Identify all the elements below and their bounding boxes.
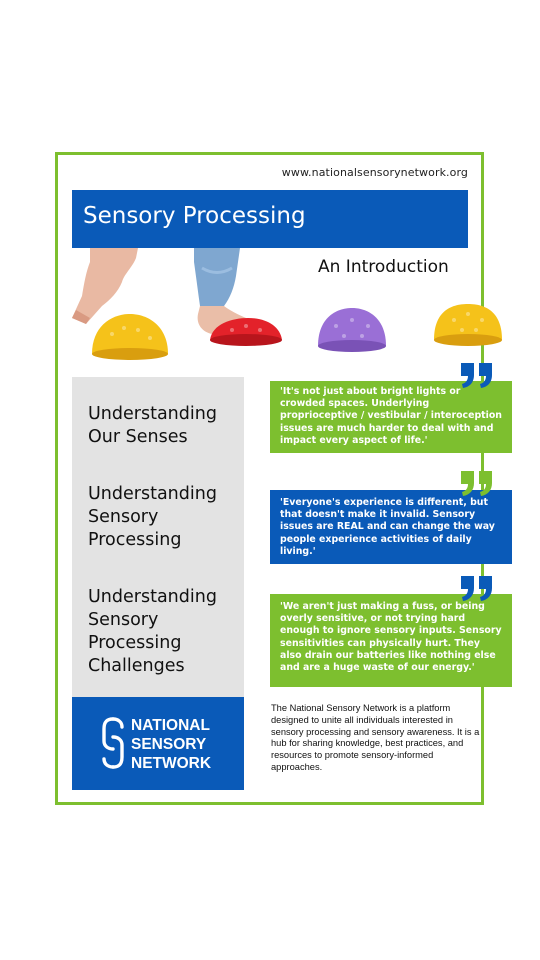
about-paragraph: The National Sensory Network is a platfo… <box>271 703 480 772</box>
quote-text-2: 'Everyone's experience is different, but… <box>280 497 495 557</box>
website-url: www.nationalsensorynetwork.org <box>281 166 468 179</box>
quote-text-3: 'We aren't just making a fuss, or being … <box>280 601 502 674</box>
quote-mark-icon <box>461 471 492 496</box>
page-title: Sensory Processing <box>83 203 306 229</box>
quote-card-1: 'It's not just about bright lights or cr… <box>270 381 512 453</box>
logo-text: NATIONAL SENSORY NETWORK <box>131 716 211 773</box>
nsn-logo: NATIONAL SENSORY NETWORK <box>72 697 244 790</box>
quote-text-1: 'It's not just about bright lights or cr… <box>280 386 502 446</box>
logo-line-national: NATIONAL <box>131 717 210 734</box>
quote-mark-icon <box>461 363 492 388</box>
sidebar-topics: Understanding Our Senses Understanding S… <box>72 377 244 697</box>
balance-domes-photo <box>72 248 502 360</box>
chain-link-logo-icon <box>102 717 124 769</box>
topic-understanding-challenges: Understanding Sensory Processing Challen… <box>88 587 217 676</box>
quote-card-2: 'Everyone's experience is different, but… <box>270 490 512 564</box>
logo-line-network: NETWORK <box>131 755 212 772</box>
quote-mark-icon <box>461 576 492 601</box>
topic-understanding-processing: Understanding Sensory Processing <box>88 484 217 550</box>
title-bar: Sensory Processing <box>72 190 468 248</box>
quote-card-3: 'We aren't just making a fuss, or being … <box>270 594 512 687</box>
topic-understanding-senses: Understanding Our Senses <box>88 404 217 447</box>
page-subtitle: An Introduction <box>318 257 449 277</box>
logo-line-sensory: SENSORY <box>131 736 207 753</box>
